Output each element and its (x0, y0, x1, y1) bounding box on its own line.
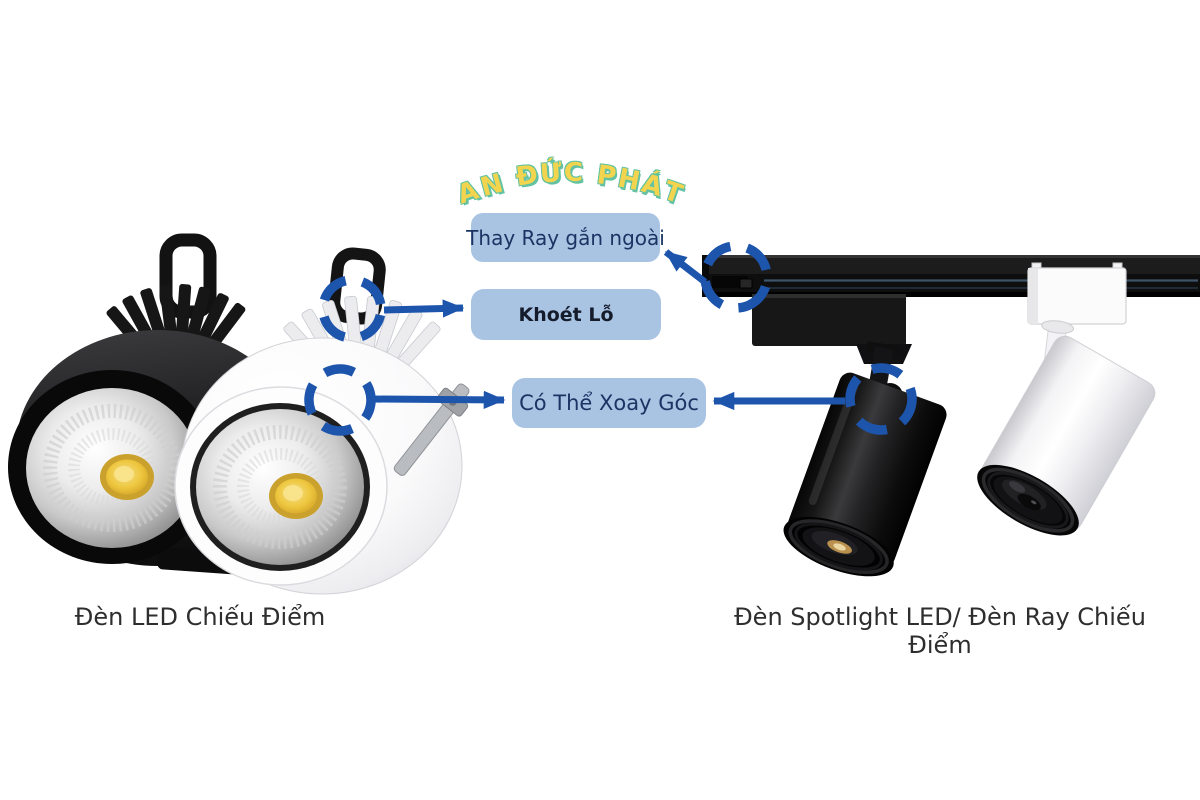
brand-logo-letter: N (476, 168, 506, 204)
highlight-circle-handle (318, 275, 386, 343)
black-track-spotlight (752, 294, 947, 577)
highlight-circle-swivel (845, 363, 917, 435)
brand-logo-letter: A (454, 175, 483, 211)
brand-logo-letter: Đ (514, 159, 540, 193)
brand-logo-letter: C (563, 158, 583, 188)
white-downlight (174, 247, 470, 595)
white-downlight-led-cob (269, 473, 323, 519)
black-track-adapter (752, 294, 906, 346)
callout-xoay-goc: Có Thể Xoay Góc (512, 378, 706, 428)
white-track-adapter (1027, 267, 1127, 325)
arrow-to-thay-ray (663, 249, 708, 285)
brand-logo-letter: Ứ (539, 158, 563, 190)
highlight-circle-track-end (700, 241, 772, 313)
black-track-lens (783, 516, 894, 577)
white-track-lens (977, 464, 1079, 536)
annotations (304, 241, 917, 436)
track-end-connector (702, 255, 753, 297)
brand-logo-letter (585, 160, 595, 161)
arrow-to-khoet-lo (383, 299, 465, 318)
callout-khoet-lo: Khoét Lỗ (471, 289, 661, 340)
brand-logo-letter: H (615, 163, 643, 198)
caption-track-spotlight: Đèn Spotlight LED/ Đèn Ray Chiếu Điểm (734, 603, 1146, 659)
brand-logo-letter: P (595, 160, 618, 193)
brand-logo-letter (504, 166, 514, 168)
white-track-cylinder (977, 335, 1156, 536)
caption-recessed-downlight: Đèn LED Chiếu Điểm (74, 603, 326, 631)
arrow-to-xoay-goc-left (372, 390, 506, 409)
black-downlight-led-cob (100, 454, 154, 500)
white-track-spotlight (977, 262, 1156, 536)
brand-logo-letter: T (659, 175, 687, 211)
highlight-circle-trim (304, 364, 376, 436)
callout-thay-ray: Thay Ray gắn ngoài (466, 213, 665, 262)
